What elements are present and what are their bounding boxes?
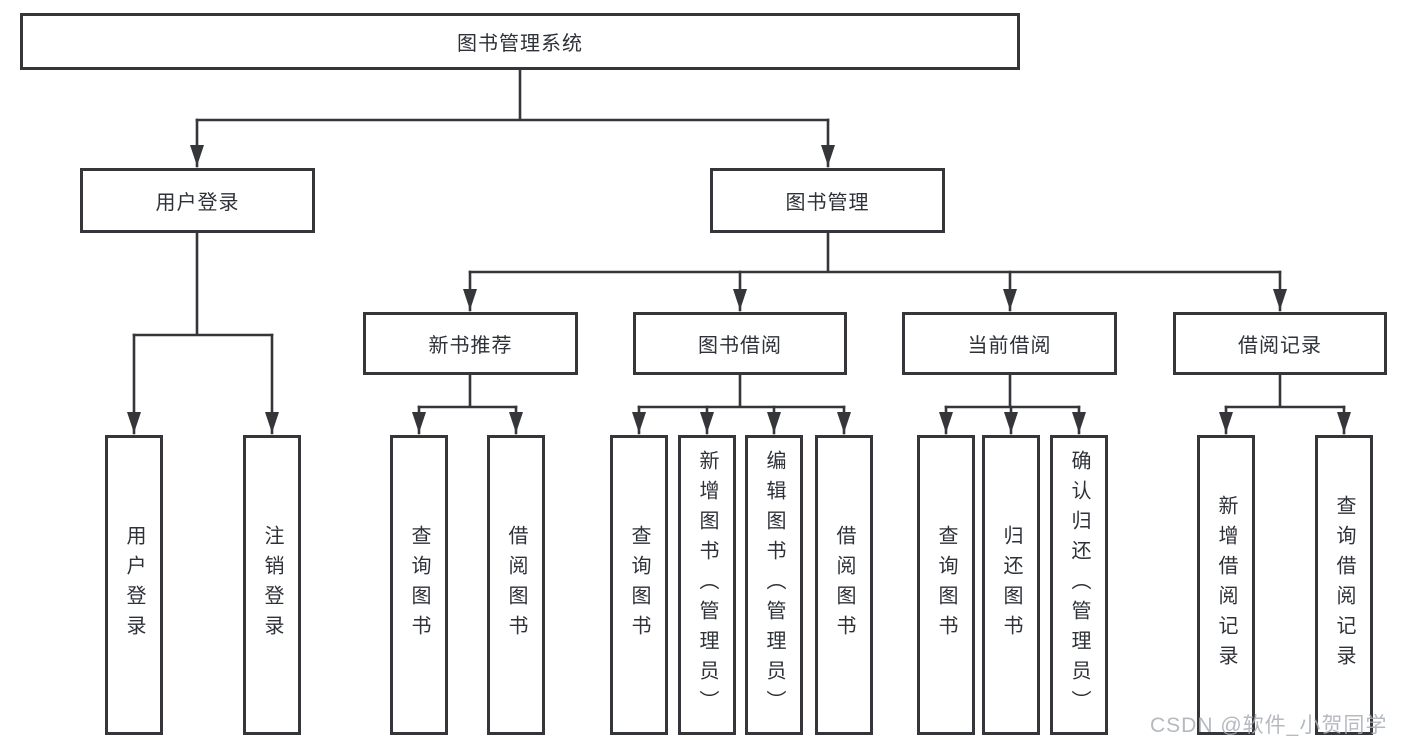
node-label: 图书管理 [785,192,870,214]
leaf-logout: 注销登录 [243,435,301,735]
node-book-management: 图书管理 [710,168,945,233]
node-label: 新增借阅记录 [1215,495,1237,675]
node-label: 注销登录 [261,525,283,645]
leaf-edit-books-admin: 编辑图书（管理员） [745,435,803,735]
leaf-borrow-books: 借阅图书 [815,435,873,735]
csdn-watermark: CSDN @软件_小贺同学 [1150,714,1388,737]
node-label: 新书推荐 [428,335,513,357]
node-label: 借阅图书 [505,525,527,645]
node-label: 借阅记录 [1238,335,1322,357]
node-borrowing-records: 借阅记录 [1173,312,1387,375]
node-user-login: 用户登录 [80,168,315,233]
leaf-confirm-return-admin: 确认归还（管理员） [1050,435,1108,735]
node-label: 当前借阅 [967,335,1052,357]
node-label: 用户登录 [123,525,145,645]
node-label: 图书借阅 [698,335,782,357]
leaf-query-books-current: 查询图书 [917,435,975,735]
node-label: 用户登录 [155,192,240,214]
node-new-book-recommendation: 新书推荐 [363,312,578,375]
leaf-add-borrow-record: 新增借阅记录 [1197,435,1255,735]
node-label: 借阅图书 [833,525,855,645]
node-label: 图书管理系统 [457,33,583,55]
node-label: 确认归还（管理员） [1068,450,1090,720]
node-label: 查询图书 [628,525,650,645]
node-label: 查询借阅记录 [1333,495,1355,675]
leaf-borrow-books-recommendation: 借阅图书 [487,435,545,735]
leaf-user-login: 用户登录 [105,435,163,735]
node-label: 新增图书（管理员） [696,450,718,720]
leaf-query-books-borrowing: 查询图书 [610,435,668,735]
leaf-query-borrow-record: 查询借阅记录 [1315,435,1373,735]
node-book-borrowing: 图书借阅 [633,312,847,375]
node-label: 归还图书 [1000,525,1022,645]
node-root-library-management-system: 图书管理系统 [20,13,1020,70]
leaf-add-books-admin: 新增图书（管理员） [678,435,736,735]
node-label: 查询图书 [408,525,430,645]
node-label: 查询图书 [935,525,957,645]
node-label: 编辑图书（管理员） [763,450,785,720]
leaf-return-books: 归还图书 [982,435,1040,735]
node-current-borrowing: 当前借阅 [902,312,1117,375]
leaf-query-books-recommendation: 查询图书 [390,435,448,735]
